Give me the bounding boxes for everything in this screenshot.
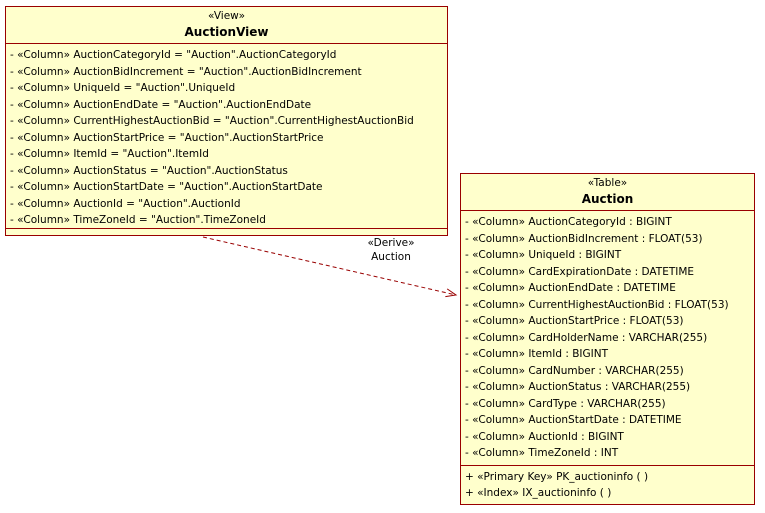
table-column-row[interactable]: - «Column» CardType : VARCHAR(255) <box>465 397 666 410</box>
auctionview-name: AuctionView <box>184 25 269 39</box>
view-column-row[interactable]: - «Column» AuctionCategoryId = "Auction"… <box>10 49 337 61</box>
table-column-row[interactable]: - «Column» AuctionId : BIGINT <box>465 430 624 443</box>
view-column-row[interactable]: - «Column» AuctionStartDate = "Auction".… <box>10 181 323 193</box>
view-column-row[interactable]: - «Column» TimeZoneId = "Auction".TimeZo… <box>10 214 266 226</box>
table-column-row[interactable]: - «Column» CardNumber : VARCHAR(255) <box>465 364 684 377</box>
derive-connector-line[interactable] <box>202 236 458 298</box>
auctionview-operations-compartment <box>6 228 447 235</box>
auction-table-columns-compartment: - «Column» AuctionCategoryId : BIGINT - … <box>461 211 754 465</box>
table-column-row[interactable]: - «Column» AuctionStartDate : DATETIME <box>465 414 682 426</box>
table-column-row[interactable]: - «Column» AuctionBidIncrement : FLOAT(5… <box>465 232 703 245</box>
table-column-row[interactable]: - «Column» CardHolderName : VARCHAR(255) <box>465 331 708 344</box>
index-row[interactable]: + «Index» IX_auctioninfo ( ) <box>465 487 612 499</box>
table-column-row[interactable]: - «Column» CardExpirationDate : DATETIME <box>465 265 695 278</box>
view-column-row[interactable]: - «Column» AuctionId = "Auction".Auction… <box>10 197 241 210</box>
primary-key-row[interactable]: + «Primary Key» PK_auctioninfo ( ) <box>465 471 649 483</box>
auctionview-columns-compartment: - «Column» AuctionCategoryId = "Auction"… <box>6 44 447 228</box>
table-column-row[interactable]: - «Column» ItemId : BIGINT <box>465 348 609 360</box>
auction-table-name: Auction <box>581 192 634 206</box>
table-column-row[interactable]: - «Column» CurrentHighestAuctionBid : FL… <box>465 298 729 311</box>
view-column-row[interactable]: - «Column» AuctionStatus = "Auction".Auc… <box>10 164 288 177</box>
auction-table-header: «Table» Auction <box>461 174 754 211</box>
derive-stereotype-label: «Derive» <box>367 237 415 249</box>
auction-table-entity[interactable]: «Table» Auction - «Column» AuctionCatego… <box>460 173 755 505</box>
auctionview-header: «View» AuctionView <box>6 7 447 44</box>
view-column-row[interactable]: - «Column» UniqueId = "Auction".UniqueId <box>10 82 236 94</box>
auction-table-stereotype: «Table» <box>587 177 628 189</box>
view-column-row[interactable]: - «Column» AuctionBidIncrement = "Auctio… <box>10 65 362 78</box>
table-column-row[interactable]: - «Column» AuctionStatus : VARCHAR(255) <box>465 381 691 393</box>
table-column-row[interactable]: - «Column» AuctionCategoryId : BIGINT <box>465 216 672 228</box>
table-column-row[interactable]: - «Column» AuctionStartPrice : FLOAT(53) <box>465 315 684 327</box>
table-column-row[interactable]: - «Column» UniqueId : BIGINT <box>465 249 622 261</box>
view-column-row[interactable]: - «Column» AuctionEndDate = "Auction".Au… <box>10 98 312 111</box>
view-column-row[interactable]: - «Column» ItemId = "Auction".ItemId <box>10 148 209 160</box>
view-column-row[interactable]: - «Column» CurrentHighestAuctionBid = "A… <box>10 115 414 127</box>
auctionview-entity[interactable]: «View» AuctionView - «Column» AuctionCat… <box>5 6 448 236</box>
view-column-row[interactable]: - «Column» AuctionStartPrice = "Auction"… <box>10 131 324 144</box>
table-column-row[interactable]: - «Column» AuctionEndDate : DATETIME <box>465 282 676 294</box>
derive-connector-label: «Derive» Auction <box>350 236 432 264</box>
derive-name-label: Auction <box>371 251 411 263</box>
table-column-row[interactable]: - «Column» TimeZoneId : INT <box>465 447 619 459</box>
auction-table-keys-compartment: + «Primary Key» PK_auctioninfo ( ) + «In… <box>461 465 754 504</box>
auctionview-stereotype: «View» <box>207 10 245 22</box>
